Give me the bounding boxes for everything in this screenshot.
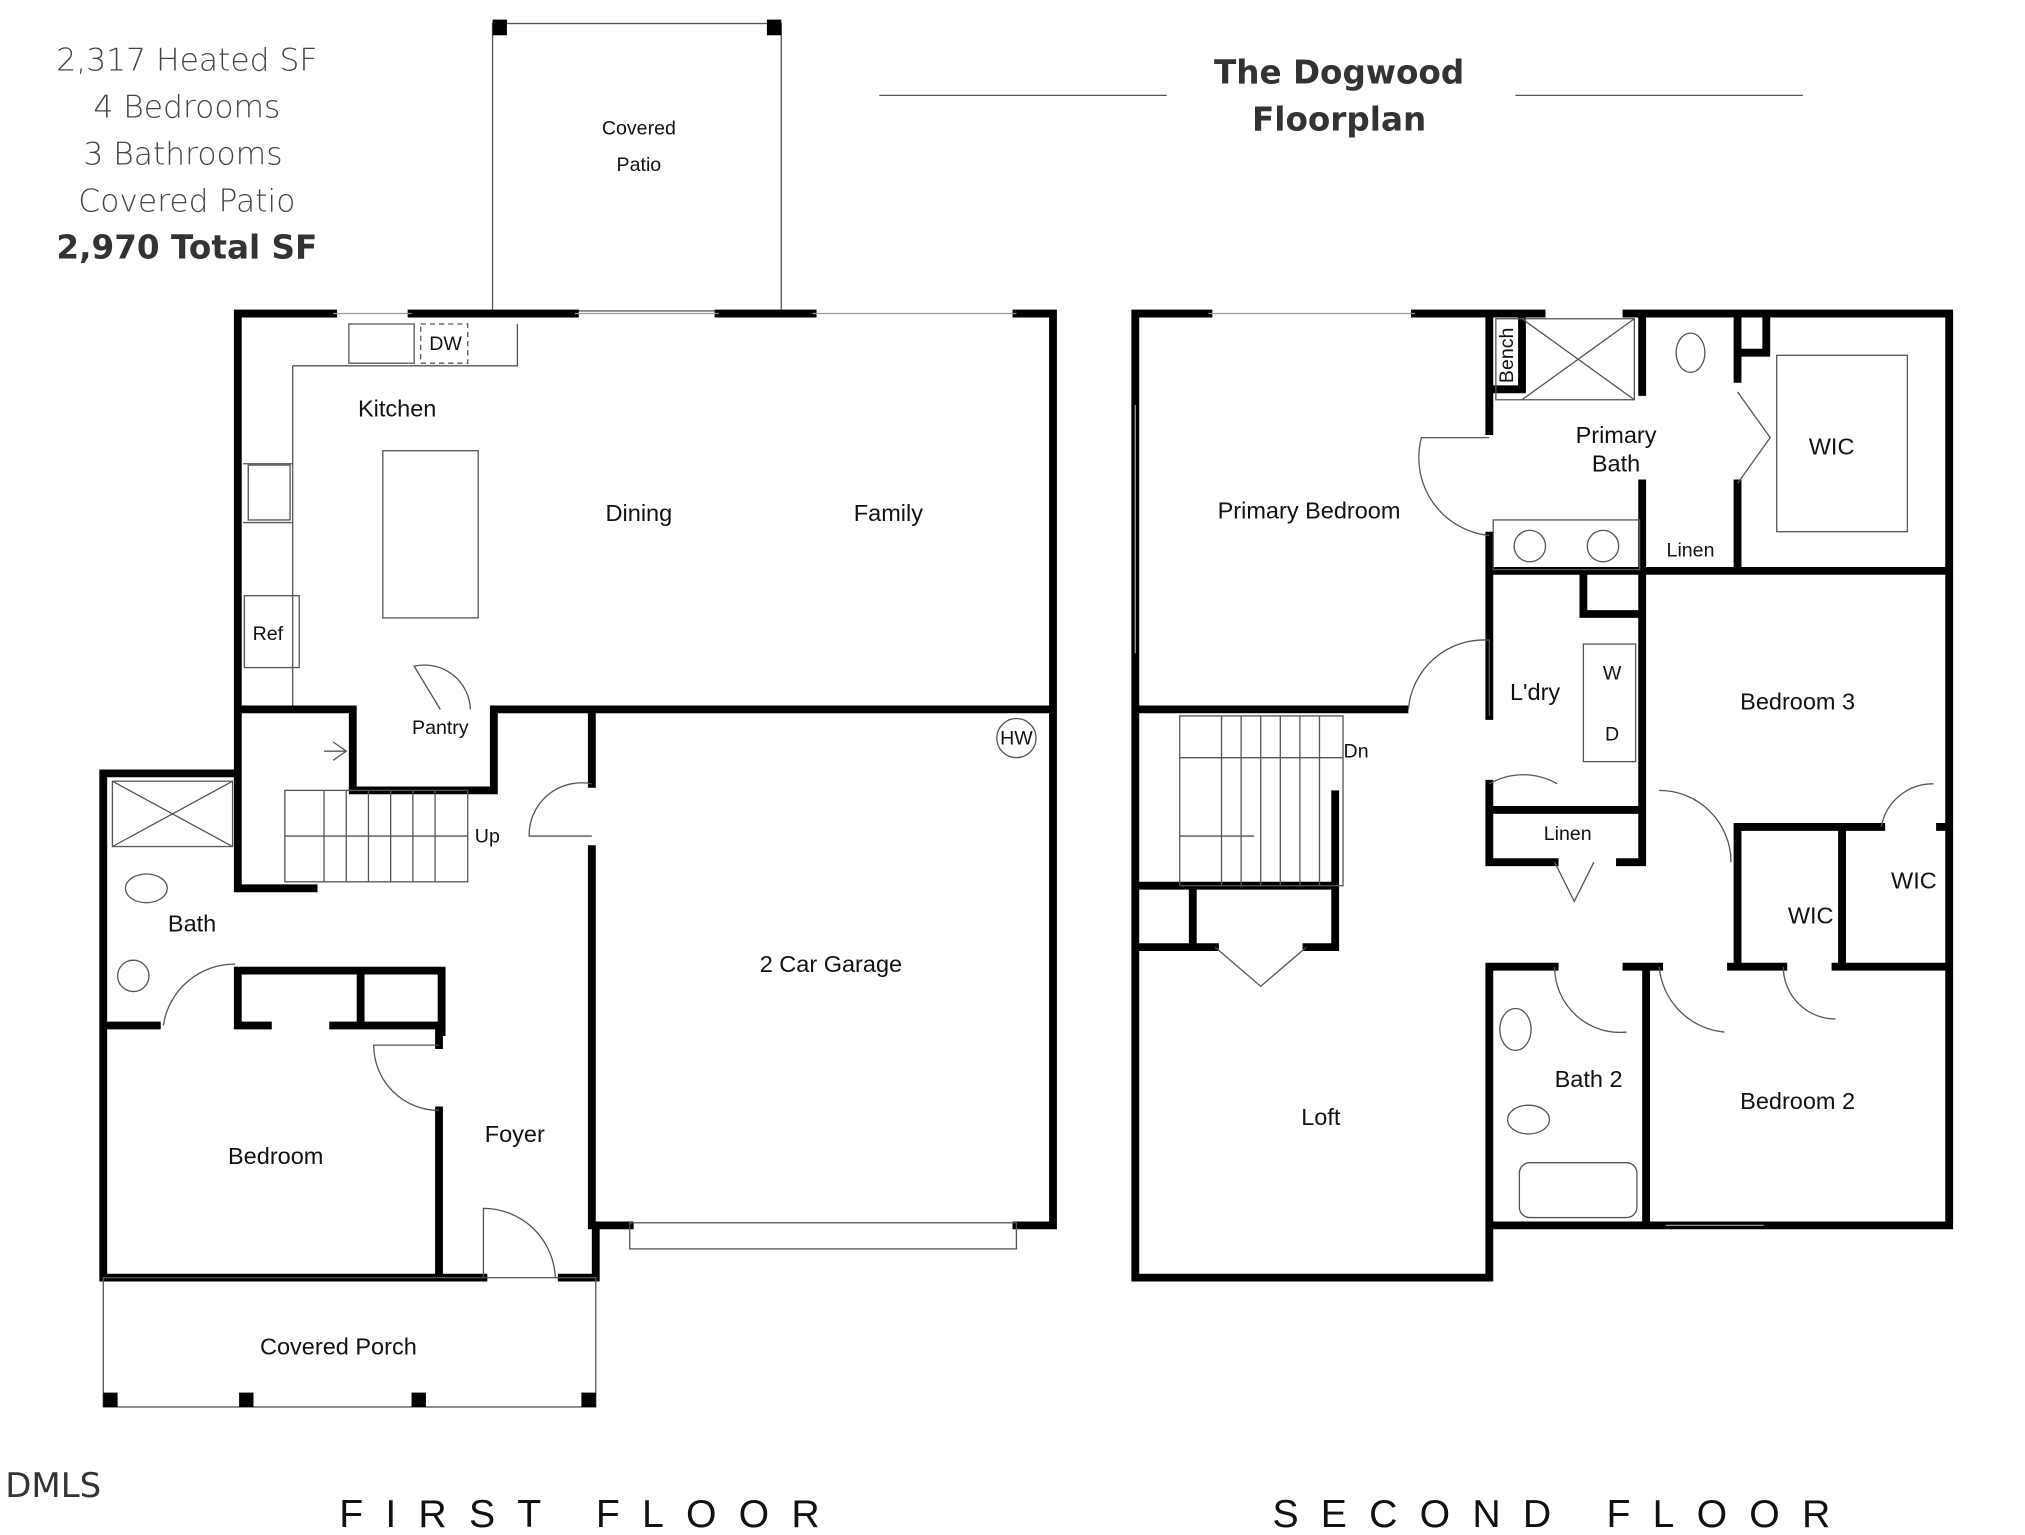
sink-icon: [116, 959, 150, 993]
kitchen-island: [382, 450, 479, 619]
patio-post: [766, 19, 782, 36]
porch-post: [581, 1392, 596, 1407]
vanity: [1492, 519, 1641, 571]
primary-bath-label: Primary: [1576, 422, 1657, 448]
kitchen-label: Kitchen: [358, 396, 436, 422]
laundry-label: L'dry: [1510, 679, 1560, 705]
linen-door[interactable]: [1554, 861, 1595, 903]
plan-title: The Dogwood: [1214, 54, 1464, 92]
washer-label: W: [1603, 662, 1622, 684]
sink-icon: [1513, 529, 1547, 563]
refrigerator: [243, 595, 300, 669]
porch-post: [239, 1392, 254, 1407]
ref-label: Ref: [253, 623, 284, 645]
total-sf: 2,970 Total SF: [56, 229, 317, 267]
covered-porch-label: Covered Porch: [260, 1334, 417, 1360]
family-label: Family: [854, 500, 923, 526]
heated-sf: 2,317 Heated SF: [56, 43, 317, 79]
bath-door[interactable]: [162, 963, 236, 1026]
garage-entry-door[interactable]: [528, 782, 592, 837]
bedroom-door[interactable]: [373, 1044, 439, 1112]
wic-door[interactable]: [1880, 783, 1934, 828]
bench-label: Bench: [1496, 328, 1518, 384]
shower-icon: [111, 780, 234, 848]
closet-door[interactable]: [1214, 946, 1307, 988]
stairs-up-label: Up: [475, 826, 500, 848]
closet-shelf: [1776, 354, 1909, 533]
sink-icon: [1586, 529, 1620, 563]
washer-dryer: [1582, 643, 1637, 763]
bath2-label: Bath 2: [1555, 1066, 1623, 1092]
loft-label: Loft: [1301, 1104, 1341, 1130]
hw-label: HW: [1000, 728, 1033, 750]
bedrooms-count: 4 Bedrooms: [93, 90, 280, 126]
covered-patio-outline: [491, 22, 782, 312]
bath-label: Bath: [168, 910, 216, 936]
bedroom2-label: Bedroom 2: [1740, 1088, 1855, 1114]
porch-post: [411, 1392, 426, 1407]
laundry-door[interactable]: [1489, 774, 1558, 785]
toilet-icon: [1675, 332, 1706, 373]
second-floor-heading: SECOND FLOOR: [1272, 1493, 1852, 1535]
wic-primary-door[interactable]: [1737, 391, 1772, 484]
primary-bedroom-label: Primary Bedroom: [1218, 498, 1401, 524]
primary-bedroom-door[interactable]: [1407, 639, 1490, 716]
dishwasher: [420, 323, 469, 364]
sink-icon: [348, 323, 415, 364]
kitchen-counter: [243, 323, 519, 706]
wic-bedroom2-label: WIC: [1788, 903, 1834, 929]
linen-primary-label: Linen: [1667, 540, 1715, 562]
shower-icon: [1495, 318, 1635, 401]
toilet-icon: [1506, 1104, 1551, 1135]
primary-bath-label-2: Bath: [1592, 451, 1640, 477]
stairs-up: [284, 741, 469, 883]
first-floor-plan: DW Ref HW Covered Patio Kitchen Dining F…: [99, 19, 1057, 1408]
stats-block: 2,317 Heated SF 4 Bedrooms 3 Bathrooms C…: [56, 43, 317, 267]
wic-primary-label: WIC: [1809, 434, 1855, 460]
water-heater-icon: [996, 717, 1037, 759]
patio-feature: Covered Patio: [78, 184, 295, 220]
dw-label: DW: [429, 333, 462, 355]
foyer-label: Foyer: [485, 1121, 545, 1147]
bathrooms-count: 3 Bathrooms: [83, 137, 282, 173]
first-floor-heading: FIRST FLOOR: [339, 1493, 842, 1535]
wic-door[interactable]: [1782, 966, 1836, 1020]
bedroom2-door[interactable]: [1658, 966, 1725, 1033]
covered-patio-label: Covered: [602, 118, 676, 140]
plan-subtitle: Floorplan: [1252, 101, 1426, 139]
front-door[interactable]: [482, 1207, 556, 1278]
toilet-icon: [124, 873, 168, 904]
covered-patio-label-2: Patio: [617, 154, 662, 176]
sink-icon: [1499, 1007, 1532, 1051]
dining-label: Dining: [606, 500, 673, 526]
wic-bedroom3-label: WIC: [1891, 867, 1937, 893]
linen-hall-label: Linen: [1544, 823, 1592, 845]
dmls-logo: DMLS: [5, 1466, 101, 1506]
patio-post: [492, 19, 507, 36]
bedroom-label: Bedroom: [228, 1143, 323, 1169]
porch-post: [103, 1392, 118, 1407]
bedroom3-label: Bedroom 3: [1740, 688, 1855, 714]
bath2-door[interactable]: [1553, 966, 1627, 1034]
second-floor-plan: Primary Bedroom Primary Bath Bench WIC L…: [1131, 309, 1954, 1282]
stairs-down: [1179, 715, 1344, 887]
pantry-label: Pantry: [412, 717, 469, 739]
bathtub-icon: [1518, 1162, 1638, 1219]
garage-label: 2 Car Garage: [760, 951, 902, 977]
stairs-down-label: Dn: [1344, 741, 1369, 763]
covered-porch-outline: [102, 1276, 597, 1408]
range-icon: [247, 464, 291, 521]
primary-bath-door[interactable]: [1418, 436, 1490, 537]
garage-door[interactable]: [629, 1222, 1018, 1250]
pantry-door[interactable]: [413, 664, 472, 710]
bedroom3-door[interactable]: [1659, 789, 1732, 863]
dryer-label: D: [1605, 724, 1619, 746]
first-floor-walls: [99, 309, 1057, 1282]
